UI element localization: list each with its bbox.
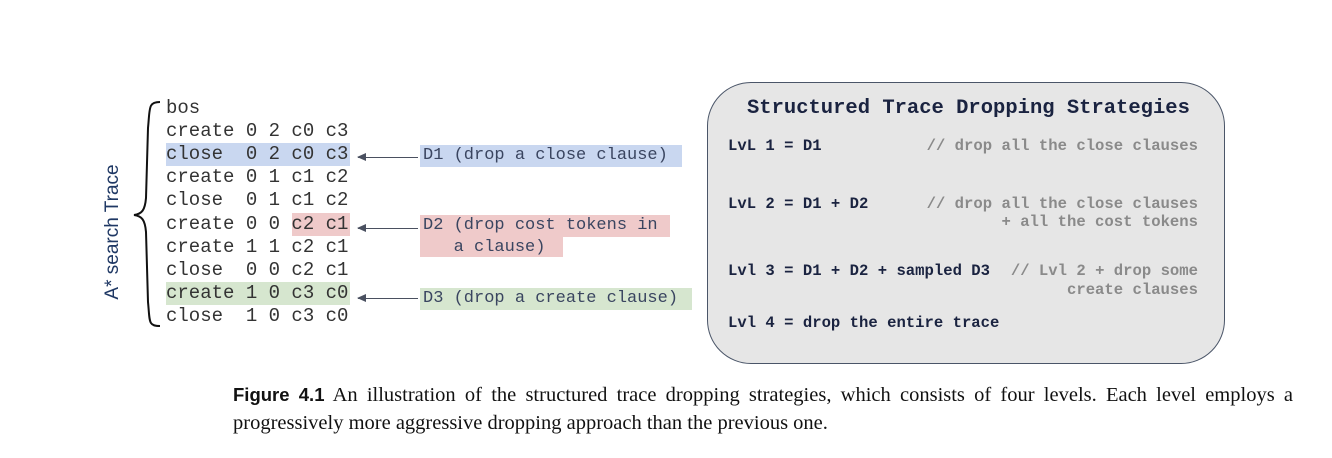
trace-line: create 0 2 c0 c3 bbox=[166, 120, 349, 142]
caption-text: An illustration of the structured trace … bbox=[233, 384, 1293, 434]
level-3-comment-cont: create clauses bbox=[1066, 281, 1198, 299]
trace-line: close 0 2 c0 c3 bbox=[166, 143, 349, 165]
level-1-definition: LvL 1 = D1 bbox=[728, 137, 822, 155]
trace-line: bos bbox=[166, 97, 201, 119]
d2-arrow-icon bbox=[357, 224, 418, 232]
level-4-definition: Lvl 4 = drop the entire trace bbox=[728, 314, 1000, 332]
d1-arrow-icon bbox=[357, 153, 418, 161]
d3-highlight bbox=[166, 282, 350, 305]
trace-line: create 0 1 c1 c2 bbox=[166, 166, 349, 188]
d2-label-line2: a clause) bbox=[420, 237, 563, 257]
figure-caption: Figure 4.1 An illustration of the struct… bbox=[233, 381, 1293, 437]
panel-title: Structured Trace Dropping Strategies bbox=[747, 97, 1190, 120]
trace-line: close 0 1 c1 c2 bbox=[166, 189, 349, 211]
brace-icon bbox=[133, 101, 161, 327]
level-2-comment-cont: + all the cost tokens bbox=[1001, 213, 1198, 231]
d1-highlight bbox=[166, 143, 350, 166]
level-3-comment: // Lvl 2 + drop some bbox=[1010, 262, 1198, 280]
strategies-panel bbox=[707, 82, 1225, 364]
trace-line: close 0 0 c2 c1 bbox=[166, 259, 349, 281]
trace-axis-label: A* search Trace bbox=[102, 164, 123, 300]
trace-line: create 1 0 c3 c0 bbox=[166, 282, 349, 304]
d2-label-line1: D2 (drop cost tokens in bbox=[420, 215, 670, 237]
d3-label: D3 (drop a create clause) bbox=[420, 288, 692, 310]
d2-highlight bbox=[292, 213, 350, 236]
level-2-definition: LvL 2 = D1 + D2 bbox=[728, 195, 869, 213]
figure-label: Figure 4.1 bbox=[233, 384, 325, 405]
level-2-comment: // drop all the close clauses bbox=[926, 195, 1198, 213]
trace-line: close 1 0 c3 c0 bbox=[166, 305, 349, 327]
d3-arrow-icon bbox=[357, 294, 418, 302]
level-1-comment: // drop all the close clauses bbox=[926, 137, 1198, 155]
trace-line: create 1 1 c2 c1 bbox=[166, 236, 349, 258]
trace-line: create 0 0 c2 c1 bbox=[166, 213, 349, 235]
d1-label: D1 (drop a close clause) bbox=[420, 145, 682, 167]
level-3-definition: Lvl 3 = D1 + D2 + sampled D3 bbox=[728, 262, 991, 280]
